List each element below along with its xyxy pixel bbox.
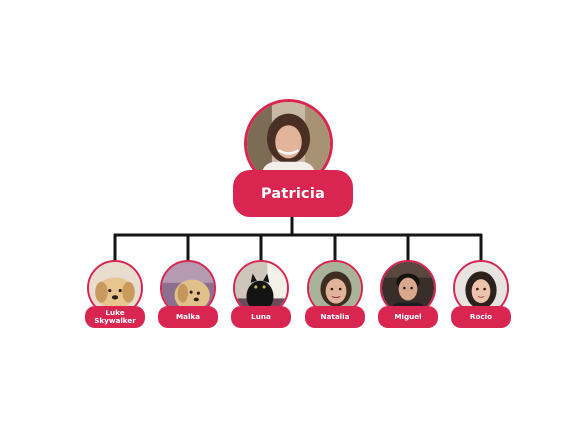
child-name-label: Luke Skywalker xyxy=(94,308,136,325)
child-node: Luke Skywalker xyxy=(85,260,145,330)
child-node: Natalia xyxy=(305,260,365,330)
child-node: Miguel xyxy=(378,260,438,330)
child-name-label: Luna xyxy=(251,312,271,321)
child-node: Luna xyxy=(231,260,291,330)
child-name-pill: Rocio xyxy=(451,306,511,328)
child-name-label: Malka xyxy=(175,312,201,321)
woman-portrait-photo xyxy=(247,102,330,185)
young-woman-portrait-photo xyxy=(455,262,507,314)
child-node: Rocio xyxy=(451,260,511,330)
golden-dog-photo xyxy=(162,262,214,314)
golden-retriever-puppy-photo xyxy=(89,262,141,314)
young-woman-selfie-photo xyxy=(309,262,361,314)
child-name-pill: Natalia xyxy=(305,306,365,328)
child-name-label: Natalia xyxy=(320,312,350,321)
child-name-label: Miguel xyxy=(394,312,422,321)
child-name-pill: Luna xyxy=(231,306,291,328)
child-node: Malka xyxy=(158,260,218,330)
child-name-pill: Luke Skywalker xyxy=(85,306,145,328)
root-name-pill: Patricia xyxy=(233,170,353,217)
root-avatar xyxy=(244,99,333,188)
child-name-pill: Miguel xyxy=(378,306,438,328)
root-name-label: Patricia xyxy=(260,185,326,202)
child-name-pill: Malka xyxy=(158,306,218,328)
child-name-label: Rocio xyxy=(469,312,493,321)
